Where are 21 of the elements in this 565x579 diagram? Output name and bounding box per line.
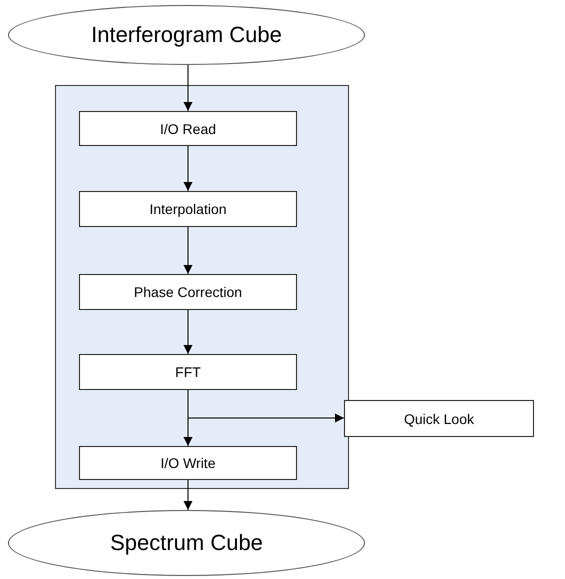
process-box bbox=[79, 111, 297, 146]
process-box bbox=[79, 274, 297, 310]
process-box bbox=[79, 354, 297, 390]
processing-panel bbox=[55, 85, 349, 489]
process-box bbox=[344, 400, 534, 437]
node-label: I/O Write bbox=[160, 455, 216, 471]
node-label: Interpolation bbox=[149, 201, 227, 217]
arrow bbox=[184, 146, 192, 192]
node-label: Spectrum Cube bbox=[110, 530, 263, 556]
arrow bbox=[188, 390, 344, 422]
node-label: Quick Look bbox=[404, 410, 474, 426]
arrow bbox=[184, 480, 192, 510]
arrow bbox=[184, 310, 192, 354]
node-label: Phase Correction bbox=[134, 284, 242, 300]
node-label: Interferogram Cube bbox=[91, 22, 282, 48]
process-box bbox=[79, 446, 297, 480]
arrow bbox=[184, 64, 192, 112]
process-box bbox=[79, 191, 297, 227]
arrow bbox=[184, 226, 192, 274]
node-label: FFT bbox=[175, 364, 201, 380]
node-label: I/O Read bbox=[160, 120, 216, 136]
